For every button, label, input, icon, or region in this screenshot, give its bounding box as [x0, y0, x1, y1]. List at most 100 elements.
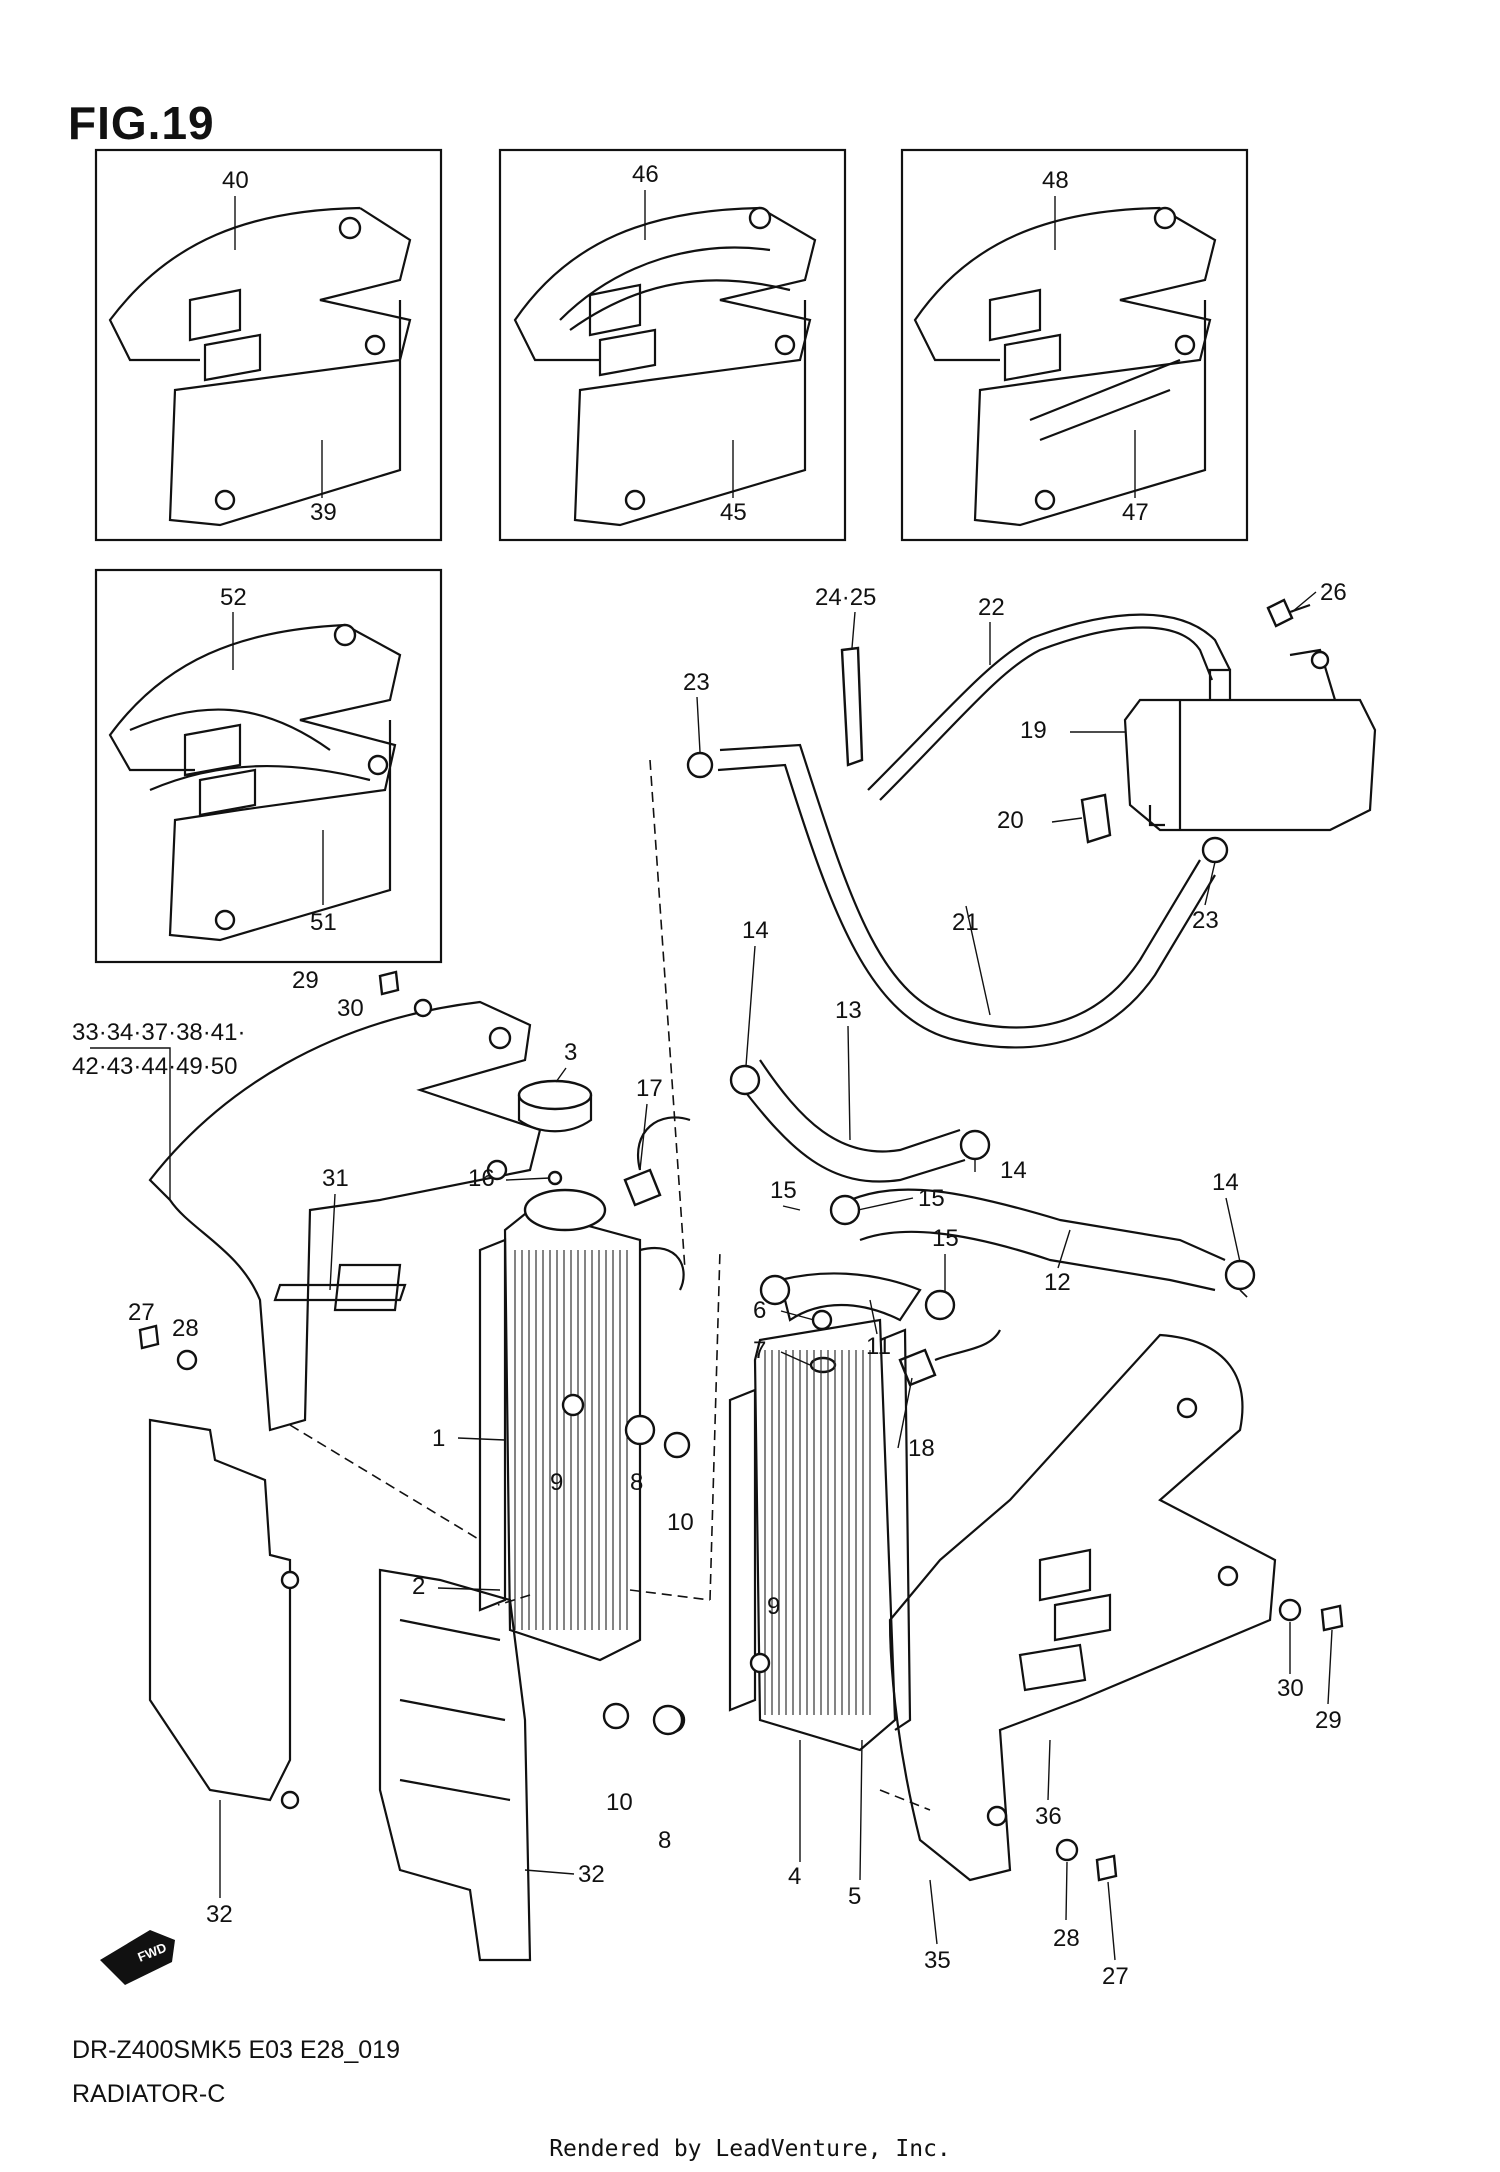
- callout-21: 21: [952, 909, 979, 936]
- shroud-bolt-29-30-right: [1278, 1598, 1344, 1632]
- callout-7: 7: [753, 1337, 766, 1364]
- callout-29-upper: 29: [292, 967, 319, 994]
- callout-14-c: 14: [1212, 1169, 1239, 1196]
- shroud-variant-47: [913, 206, 1217, 527]
- radiator-cap-3: [517, 1079, 593, 1133]
- callout-15-a: 15: [770, 1177, 797, 1204]
- model-code: DR-Z400SMK5 E03 E28_019: [72, 2036, 400, 2064]
- inset-box-46-45: [498, 148, 847, 542]
- inset-box-40-39: [94, 148, 443, 542]
- callout-35: 35: [924, 1947, 951, 1974]
- callout-5: 5: [848, 1883, 861, 1910]
- grommet-20: [1080, 793, 1112, 844]
- callout-4: 4: [788, 1863, 801, 1890]
- radiator-shroud-right-35: [888, 1333, 1277, 1882]
- callout-27-right: 27: [1102, 1963, 1129, 1990]
- callout-24-25: 24·25: [815, 584, 876, 611]
- radiator-guard-32-right: [378, 1568, 532, 1962]
- temp-sensor-18: [898, 1329, 1001, 1387]
- callout-45: 45: [720, 499, 747, 526]
- shroud-variant-51: [108, 623, 402, 942]
- callout-10-right: 10: [606, 1789, 633, 1816]
- radiator-guard-32-left: [148, 1418, 300, 1810]
- figure-title: FIG.19: [68, 97, 215, 149]
- hose-clamps-14-15: [729, 1064, 1256, 1321]
- overflow-hose-22: [867, 613, 1231, 801]
- fan-switch-17: [623, 1116, 691, 1207]
- callout-1: 1: [432, 1425, 445, 1452]
- callout-26: 26: [1320, 579, 1347, 606]
- callout-27-left: 27: [128, 1299, 155, 1326]
- callout-28-left: 28: [172, 1315, 199, 1342]
- inset-box-52-51: [94, 568, 443, 964]
- radiator-left-1: [478, 1188, 685, 1662]
- shroud-variant-45: [513, 206, 817, 527]
- dashed-leaders: [289, 759, 1251, 1811]
- callout-46: 46: [632, 161, 659, 188]
- clip-24-25: [840, 646, 864, 767]
- radiator-hose-13: [739, 1059, 966, 1183]
- callout-9-right: 9: [767, 1593, 780, 1620]
- callout-48: 48: [1042, 167, 1069, 194]
- callout-14-a: 14: [742, 917, 769, 944]
- leader-lines: [90, 190, 1333, 1961]
- callout-23-lower: 23: [1192, 907, 1219, 934]
- callout-15-b: 15: [918, 1185, 945, 1212]
- callout-9-left: 9: [550, 1469, 563, 1496]
- bolt-27-28-left: [138, 1324, 198, 1371]
- callout-3: 3: [564, 1039, 577, 1066]
- callout-33-34-37-38-41: 33·34·37·38·41·: [72, 1019, 245, 1046]
- bolt-27-28-right: [1055, 1838, 1118, 1882]
- callout-6: 6: [753, 1297, 766, 1324]
- shroud-seal-31: [273, 1283, 407, 1302]
- grommet-8-collar-10-right: [602, 1652, 771, 1736]
- callout-20: 20: [997, 807, 1024, 834]
- callout-51: 51: [310, 909, 337, 936]
- shroud-bolt-29-30-upper: [378, 970, 433, 1018]
- callout-8-right: 8: [658, 1827, 671, 1854]
- callout-23-upper: 23: [683, 669, 710, 696]
- callout-22: 22: [978, 594, 1005, 621]
- callout-31: 31: [322, 1165, 349, 1192]
- callout-36: 36: [1035, 1803, 1062, 1830]
- radiator-shroud-left: [148, 1000, 542, 1432]
- callout-52: 52: [220, 584, 247, 611]
- radiator-hose-12: [849, 1188, 1226, 1292]
- grommet-8-collar-10-left: [561, 1393, 691, 1459]
- reservoir-tank: [1123, 648, 1377, 832]
- screw-16: [547, 1170, 563, 1186]
- callout-32-right: 32: [578, 1861, 605, 1888]
- callout-39: 39: [310, 499, 337, 526]
- hose-clamp-23a: [686, 751, 714, 779]
- callout-30-right: 30: [1277, 1675, 1304, 1702]
- callout-15-c: 15: [932, 1225, 959, 1252]
- hose-clamp-23b: [1201, 836, 1229, 864]
- shroud-variant-39: [108, 206, 412, 527]
- callout-12: 12: [1044, 1269, 1071, 1296]
- render-credit: Rendered by LeadVenture, Inc.: [549, 2136, 951, 2162]
- callout-10-left: 10: [667, 1509, 694, 1536]
- reservoir-bolt-26: [1266, 598, 1311, 628]
- breather-hose-21: [717, 743, 1216, 1049]
- callout-32-left: 32: [206, 1901, 233, 1928]
- inset-box-48-47: [900, 148, 1249, 542]
- radiator-hose-11: [778, 1272, 922, 1322]
- callout-13: 13: [835, 997, 862, 1024]
- fwd-arrow-logo: FWD: [100, 1930, 175, 1985]
- callout-28-right: 28: [1053, 1925, 1080, 1952]
- callout-16: 16: [468, 1165, 495, 1192]
- callout-14-b: 14: [1000, 1157, 1027, 1184]
- callout-2: 2: [412, 1573, 425, 1600]
- callout-47: 47: [1122, 499, 1149, 526]
- callout-8-left: 8: [630, 1469, 643, 1496]
- callout-17: 17: [636, 1075, 663, 1102]
- callout-18: 18: [908, 1435, 935, 1462]
- callout-labels: 40 39 46 45 48 47 52 51 24·25 22 26 23 1…: [72, 161, 1347, 1990]
- section-name: RADIATOR-C: [72, 2080, 226, 2108]
- callout-29-right: 29: [1315, 1707, 1342, 1734]
- radiator-right-4: [728, 1318, 912, 1752]
- callout-19: 19: [1020, 717, 1047, 744]
- callout-42-43-44-49-50: 42·43·44·49·50: [72, 1053, 237, 1080]
- callout-30-upper: 30: [337, 995, 364, 1022]
